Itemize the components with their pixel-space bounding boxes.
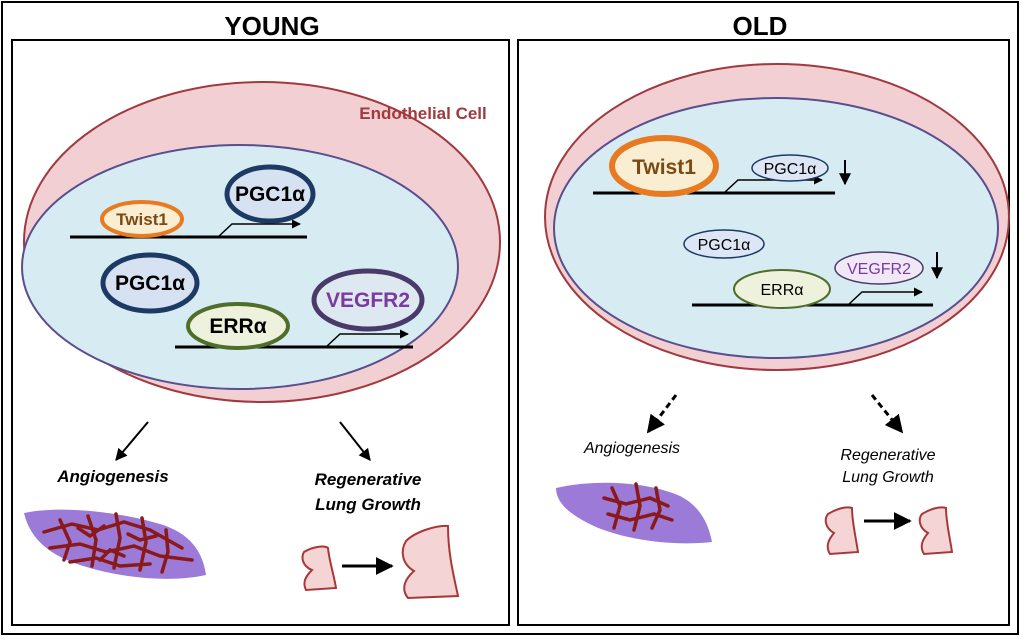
old-twist1-label: Twist1 (632, 156, 696, 179)
young-angiogenesis-tissue (24, 509, 206, 579)
young-pgc1a-promoter-label: PGC1α (235, 183, 305, 206)
young-panel-border (11, 39, 510, 626)
old-lung-right (918, 506, 954, 556)
old-pgc1a-promoter-bubble (751, 154, 829, 182)
old-vegfr2-label: VEGFR2 (847, 261, 911, 278)
old-regen-label-line2: Lung Growth (842, 469, 934, 486)
old-arrow-regeneration (870, 394, 904, 434)
young-regen-label-line2: Lung Growth (315, 495, 421, 514)
young-twist1-label: Twist1 (116, 210, 168, 229)
young-vessel-network (42, 512, 194, 574)
old-vegfr2-bubble (834, 251, 924, 285)
young-erra-label: ERRα (209, 315, 266, 338)
young-arrow-angiogenesis (115, 421, 149, 461)
old-panel-border (517, 39, 1010, 626)
old-twist1-bubble (609, 135, 719, 197)
young-twist1-bubble (100, 200, 184, 238)
young-cell-label: Endothelial Cell (359, 104, 487, 123)
young-promoter-arrow-2 (325, 329, 409, 348)
old-pgc1a-promoter-label: PGC1α (764, 161, 817, 178)
young-lung-large (401, 524, 460, 600)
old-erra-bubble (733, 269, 831, 309)
old-regen-label-line1: Regenerative (840, 447, 935, 464)
old-angiogenesis-label: Angiogenesis (583, 440, 680, 457)
old-pgc1a-free-bubble (683, 229, 765, 259)
young-pgc1a-free-bubble (100, 252, 200, 314)
young-pgc1a-free-label: PGC1α (115, 272, 185, 295)
young-arrow-regeneration (339, 421, 371, 461)
old-lung-left (824, 506, 860, 556)
old-nucleus (553, 97, 999, 359)
old-title: OLD (733, 11, 788, 41)
young-regen-label-line1: Regenerative (315, 470, 422, 489)
young-erra-bubble (186, 302, 290, 350)
old-pgc1a-free-label: PGC1α (698, 237, 751, 254)
old-erra-label: ERRα (760, 282, 803, 299)
old-angiogenesis-tissue (556, 482, 712, 544)
young-promoter-arrow-1 (217, 219, 301, 238)
old-vessel-network (602, 482, 674, 532)
old-promoter-arrow-2 (847, 287, 923, 306)
young-panel: Endothelial Cell Twist1 PGC1α PGC1α ERRα… (11, 39, 510, 626)
young-vegfr2-bubble (311, 268, 425, 332)
young-vegfr2-label: VEGFR2 (326, 289, 410, 312)
young-pgc1a-promoter-bubble (224, 164, 316, 224)
young-title: YOUNG (224, 11, 319, 41)
old-panel: Twist1 PGC1α PGC1α ERRα VEGFR2 Angiogene… (517, 39, 1010, 626)
young-lung-small (301, 545, 338, 592)
young-angiogenesis-label: Angiogenesis (56, 467, 168, 486)
old-arrow-angiogenesis (646, 394, 678, 434)
